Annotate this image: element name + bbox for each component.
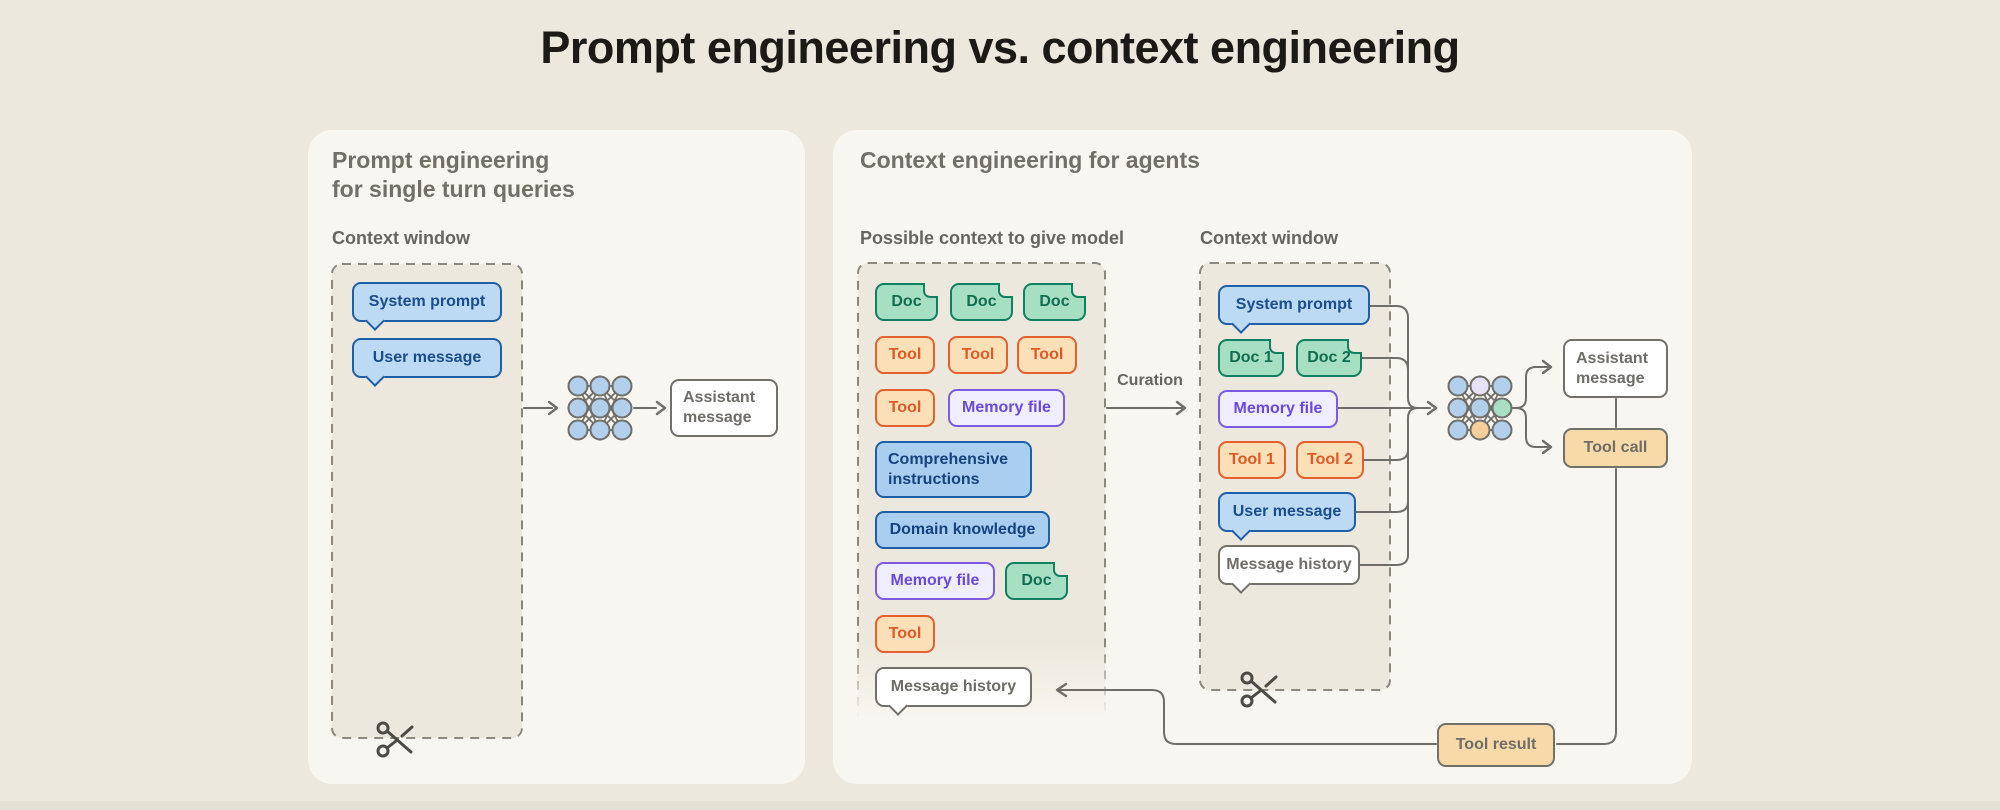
- page-title: Prompt engineering vs. context engineeri…: [540, 22, 1460, 73]
- chip-tool: Tool: [948, 336, 1008, 374]
- left-panel-heading: Prompt engineering for single turn queri…: [332, 147, 575, 202]
- chip-doc: Doc: [950, 283, 1013, 321]
- right-context-window-label: Context window: [1200, 228, 1338, 248]
- chip-comprehensive-instructions: Comprehensive instructions: [875, 441, 1032, 498]
- chip-system-prompt: System prompt: [352, 282, 502, 322]
- chip-memory-file: Memory file: [1218, 390, 1338, 428]
- right-panel-heading: Context engineering for agents: [860, 147, 1200, 173]
- bottom-edge-strip: [0, 801, 2000, 810]
- chip-message-history: Message history: [875, 667, 1032, 707]
- chip-user-message: User message: [1218, 492, 1356, 532]
- chip-tool-1: Tool 1: [1218, 441, 1286, 479]
- chip-doc: Doc: [875, 283, 938, 321]
- possible-context-label: Possible context to give model: [860, 228, 1125, 248]
- chip-tool: Tool: [875, 336, 935, 374]
- chip-tool-2: Tool 2: [1296, 441, 1364, 479]
- assistant-message-box: Assistant message: [670, 379, 778, 437]
- chip-system-prompt: System prompt: [1218, 285, 1370, 325]
- chip-message-history: Message history: [1218, 545, 1360, 585]
- tool-call-box: Tool call: [1563, 428, 1668, 468]
- chip-doc-1: Doc 1: [1218, 339, 1284, 377]
- chip-memory-file: Memory file: [948, 389, 1065, 427]
- assistant-message-box: Assistant message: [1563, 339, 1668, 398]
- curation-label: Curation: [1117, 372, 1183, 389]
- tool-result-box: Tool result: [1437, 723, 1555, 767]
- chip-tool: Tool: [875, 615, 935, 653]
- left-context-window-label: Context window: [332, 228, 470, 248]
- chip-doc-2: Doc 2: [1296, 339, 1362, 377]
- chip-user-message: User message: [352, 338, 502, 378]
- chip-domain-knowledge: Domain knowledge: [875, 511, 1050, 549]
- chip-doc: Doc: [1005, 562, 1068, 600]
- chip-tool: Tool: [1017, 336, 1077, 374]
- chip-memory-file: Memory file: [875, 562, 995, 600]
- chip-doc: Doc: [1023, 283, 1086, 321]
- chip-tool: Tool: [875, 389, 935, 427]
